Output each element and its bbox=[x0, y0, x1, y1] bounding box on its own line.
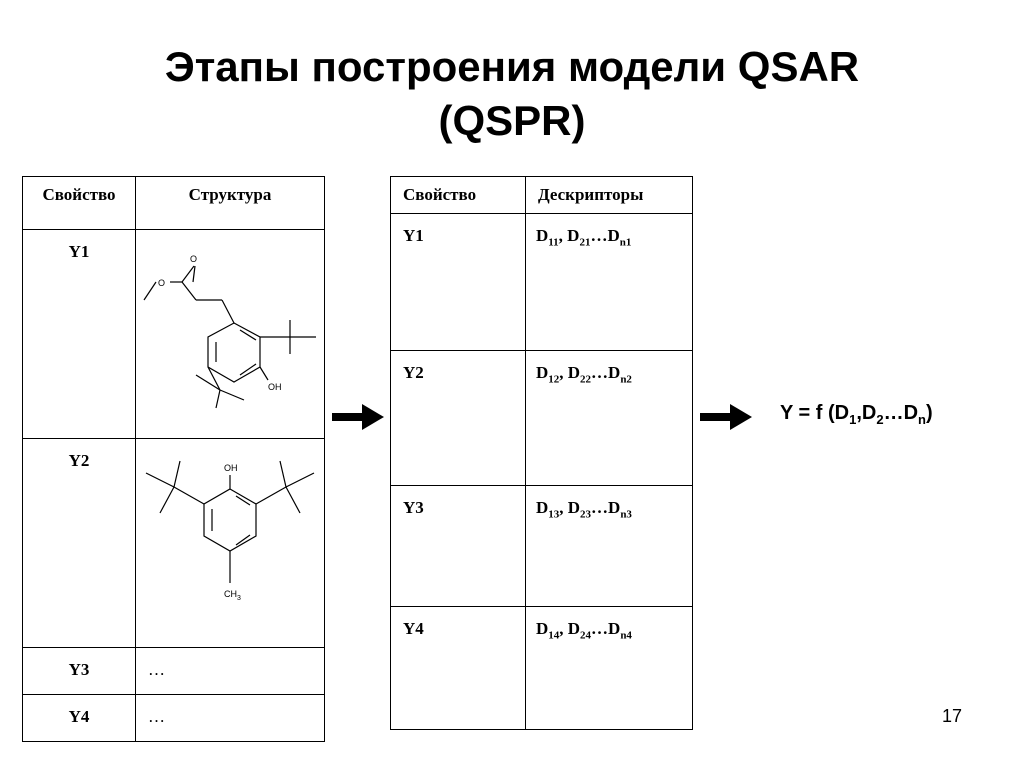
table-header-row: Свойство Структура bbox=[22, 176, 325, 230]
molecule-structure-2: OH CH3 bbox=[145, 460, 315, 602]
property-cell: Y3 bbox=[22, 647, 136, 695]
ch3-label: CH3 bbox=[224, 589, 241, 602]
header-property: Свойство bbox=[390, 176, 526, 214]
table-row: Y4 … bbox=[22, 694, 325, 742]
property-cell: Y4 bbox=[22, 694, 136, 742]
descriptor-cell: D13, D23…Dn3 bbox=[524, 485, 694, 607]
oh-label: OH bbox=[268, 382, 282, 392]
table-header-row: Свойство Дескрипторы bbox=[390, 176, 694, 214]
table-row: Y2 D12, D22…Dn2 bbox=[390, 350, 694, 486]
right-arrow-icon bbox=[332, 404, 384, 430]
molecule-structure-1: O O OH bbox=[143, 254, 316, 409]
header-structure: Структура bbox=[135, 176, 325, 230]
header-property: Свойство bbox=[22, 176, 136, 230]
page-number: 17 bbox=[942, 706, 963, 726]
structure-cell-ellipsis: … bbox=[135, 647, 325, 695]
header-descriptors: Дескрипторы bbox=[524, 176, 694, 214]
descriptor-cell: D14, D24…Dn4 bbox=[524, 606, 694, 730]
property-structure-table: Свойство Структура Y1 bbox=[22, 176, 325, 742]
title-line-2: (QSPR) bbox=[438, 97, 586, 144]
table-row: Y1 D11, D21…Dn1 bbox=[390, 213, 694, 351]
structure-cell: O O OH bbox=[135, 229, 325, 439]
property-descriptors-table: Свойство Дескрипторы Y1 D11, D21…Dn1 Y2 … bbox=[390, 176, 694, 730]
property-cell: Y2 bbox=[390, 350, 526, 486]
property-cell: Y1 bbox=[22, 229, 136, 439]
svg-text:O: O bbox=[190, 254, 197, 264]
slide-title: Этапы построения модели QSAR (QSPR) bbox=[0, 40, 1024, 148]
property-cell: Y1 bbox=[390, 213, 526, 351]
right-arrow-icon bbox=[700, 404, 752, 430]
property-cell: Y2 bbox=[22, 438, 136, 648]
table-row: Y1 bbox=[22, 229, 325, 439]
title-line-1: Этапы построения модели QSAR bbox=[164, 43, 860, 90]
model-formula: Y = f (D1,D2…Dn) bbox=[780, 402, 933, 427]
table-row: Y4 D14, D24…Dn4 bbox=[390, 606, 694, 730]
property-cell: Y3 bbox=[390, 485, 526, 607]
table-row: Y3 D13, D23…Dn3 bbox=[390, 485, 694, 607]
structure-cell-ellipsis: … bbox=[135, 694, 325, 742]
svg-text:O: O bbox=[158, 278, 165, 288]
property-cell: Y4 bbox=[390, 606, 526, 730]
descriptor-cell: D11, D21…Dn1 bbox=[524, 213, 694, 351]
descriptor-cell: D12, D22…Dn2 bbox=[524, 350, 694, 486]
structure-cell: OH CH3 bbox=[135, 438, 325, 648]
table-row: Y2 bbox=[22, 438, 325, 648]
table-row: Y3 … bbox=[22, 647, 325, 695]
oh-label: OH bbox=[224, 463, 238, 473]
